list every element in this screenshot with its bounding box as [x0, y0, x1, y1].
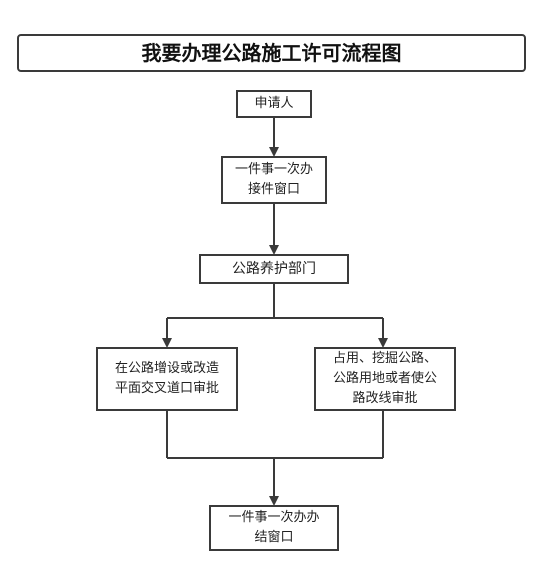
node-road-maintenance-department: 公路养护部门 [199, 254, 349, 284]
node-completion-window: 一件事一次办办 结窗口 [209, 505, 339, 551]
node-intersection-approval: 在公路增设或改造 平面交叉道口审批 [96, 347, 238, 411]
node-road-use-approval: 占用、挖掘公路、 公路用地或者使公 路改线审批 [314, 347, 456, 411]
flowchart-title: 我要办理公路施工许可流程图 [17, 34, 526, 72]
node-applicant: 申请人 [236, 90, 312, 118]
node-one-stop-window: 一件事一次办 接件窗口 [221, 156, 327, 204]
